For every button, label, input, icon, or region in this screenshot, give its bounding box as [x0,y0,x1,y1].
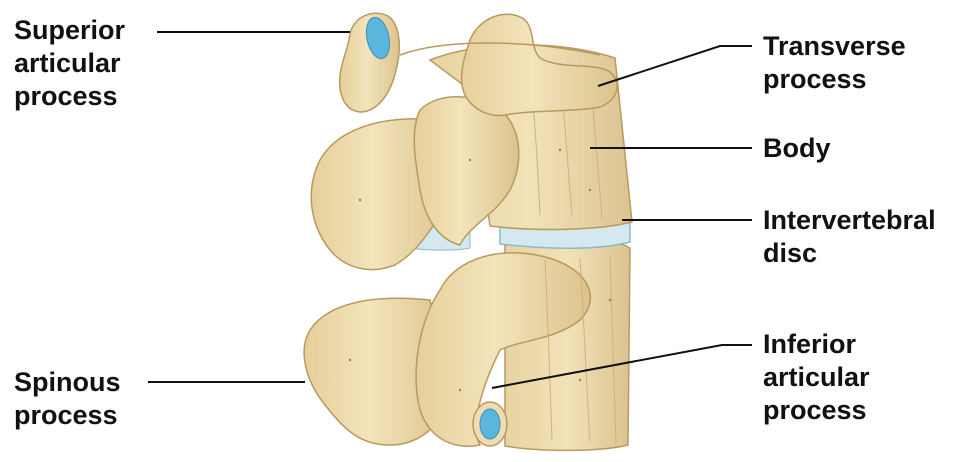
label-line: disc [763,237,936,270]
label-line: Body [763,132,831,165]
label-line: process [14,399,121,432]
label-transverse-process: Transverse process [763,30,906,96]
label-line: Superior [14,14,125,47]
label-body: Body [763,132,831,165]
label-spinous-process: Spinous process [14,366,121,432]
label-line: process [763,394,870,427]
label-line: articular [763,361,870,394]
label-line: Transverse [763,30,906,63]
label-line: Inferior [763,328,870,361]
inferior-facet-surface [480,409,500,439]
label-line: process [14,80,125,113]
leader-transverse [598,46,752,86]
lower-vertebra [304,235,630,450]
label-inferior-articular-process: Inferior articular process [763,328,870,427]
label-line: Intervertebral [763,204,936,237]
label-intervertebral-disc: Intervertebral disc [763,204,936,270]
label-superior-articular-process: Superior articular process [14,14,125,113]
label-line: process [763,63,906,96]
label-line: Spinous [14,366,121,399]
label-line: articular [14,47,125,80]
